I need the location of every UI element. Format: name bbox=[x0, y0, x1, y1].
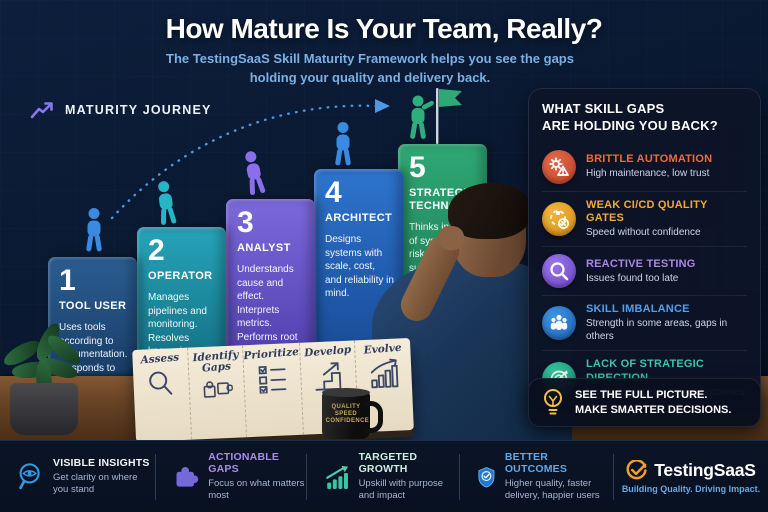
shield-check-icon bbox=[478, 466, 495, 488]
step-name: ARCHITECT bbox=[325, 212, 393, 224]
pipeline-x-icon bbox=[542, 201, 576, 236]
footer-description: Upskill with purpose and impact bbox=[358, 477, 444, 502]
sketch-magnifier-icon bbox=[149, 371, 173, 395]
notebook-page-prioritize: Prioritize bbox=[243, 342, 304, 438]
gap-title: BRITTLE AUTOMATION bbox=[586, 153, 713, 166]
step-number: 3 bbox=[237, 206, 254, 239]
notebook-page-develop: Develop bbox=[299, 340, 360, 435]
subtitle-line-2: holding your quality and delivery back. bbox=[249, 69, 491, 85]
gap-title: SKILL IMBALANCE bbox=[586, 303, 690, 316]
gaps-panel-title: WHAT SKILL GAPS ARE HOLDING YOU BACK? bbox=[542, 101, 747, 135]
process-notebook: Assess Identify Gaps Prioritize bbox=[132, 337, 414, 443]
callout-line-2: MAKE SMARTER DECISIONS. bbox=[575, 403, 732, 416]
gap-item-weak-cicd-gates: WEAK CI/CD QUALITY GATES Speed without c… bbox=[542, 190, 747, 246]
subtitle-line-1: The TestingSaaS Skill Maturity Framework… bbox=[166, 51, 574, 66]
footer-item-visible-insights: VISIBLE INSIGHTS Get clarity on where yo… bbox=[0, 457, 155, 496]
page-label: Identify Gaps bbox=[191, 348, 239, 375]
gear-warning-icon bbox=[542, 149, 576, 184]
observer-person-hand bbox=[438, 226, 464, 250]
plant-pot bbox=[10, 383, 78, 435]
journey-label-text: MATURITY JOURNEY bbox=[65, 103, 212, 117]
coffee-mug: QUALITY SPEED CONFIDENCE bbox=[322, 388, 383, 439]
sketch-checklist-icon bbox=[258, 365, 287, 395]
people-icon bbox=[542, 306, 576, 341]
climber-figure-1 bbox=[79, 207, 109, 253]
footer-divider bbox=[459, 453, 460, 500]
maturity-journey-label: MATURITY JOURNEY bbox=[30, 100, 212, 120]
gap-item-reactive-testing: REACTIVE TESTING Issues found too late bbox=[542, 246, 747, 295]
gap-title: WEAK CI/CD QUALITY GATES bbox=[586, 198, 708, 224]
footer-description: Higher quality, faster delivery, happier… bbox=[504, 477, 600, 502]
footer-title: VISIBLE INSIGHTS bbox=[53, 457, 150, 470]
observer-person-hair bbox=[448, 183, 532, 239]
growth-chart-icon bbox=[326, 465, 348, 489]
step-name: OPERATOR bbox=[148, 270, 213, 282]
footer-divider bbox=[306, 453, 307, 500]
brand-name: TestingSaaS bbox=[654, 459, 756, 480]
footer-description: Get clarity on where you stand bbox=[53, 471, 138, 495]
benefits-footer: VISIBLE INSIGHTS Get clarity on where yo… bbox=[0, 440, 768, 512]
gap-description: Issues found too late bbox=[586, 272, 679, 284]
step-number: 2 bbox=[148, 234, 165, 267]
mug-text: SPEED bbox=[334, 410, 358, 417]
notebook-page-evolve: Evolve bbox=[355, 338, 414, 432]
gaps-title-line-1: WHAT SKILL GAPS bbox=[542, 101, 665, 116]
puzzle-icon bbox=[176, 466, 199, 487]
sketch-step-chart-icon bbox=[315, 362, 342, 391]
eye-magnifier-icon bbox=[19, 462, 40, 489]
page-label: Assess bbox=[140, 351, 180, 367]
summit-figure-flag bbox=[410, 88, 462, 144]
sketch-puzzle-icon bbox=[203, 381, 234, 398]
footer-item-actionable-gaps: ACTIONABLE GAPS Focus on what matters mo… bbox=[156, 451, 306, 503]
page-subtitle: The TestingSaaS Skill Maturity Framework… bbox=[0, 50, 740, 88]
sketch-growth-chart-icon bbox=[370, 358, 399, 389]
gap-item-brittle-automation: BRITTLE AUTOMATION High maintenance, low… bbox=[542, 143, 747, 191]
footer-title: ACTIONABLE GAPS bbox=[208, 450, 280, 476]
notebook-page-assess: Assess bbox=[132, 347, 192, 443]
notebook-page-identify-gaps: Identify Gaps bbox=[187, 345, 248, 440]
trend-up-icon bbox=[30, 102, 53, 119]
callout-text: SEE THE FULL PICTURE. MAKE SMARTER DECIS… bbox=[575, 388, 731, 418]
step-number: 1 bbox=[59, 264, 76, 297]
mug-text: CONFIDENCE bbox=[325, 417, 370, 424]
gap-title: REACTIVE TESTING bbox=[586, 257, 696, 270]
footer-title: BETTER OUTCOMES bbox=[504, 450, 568, 476]
gap-description: Speed without confidence bbox=[586, 227, 701, 239]
page-title: How Mature Is Your Team, Really? bbox=[165, 13, 603, 44]
gap-description: High maintenance, low trust bbox=[586, 168, 710, 180]
climber-figure-4 bbox=[328, 121, 358, 167]
gaps-title-line-2: ARE HOLDING YOU BACK? bbox=[542, 117, 718, 133]
page-label: Develop bbox=[303, 343, 352, 360]
full-picture-callout: SEE THE FULL PICTURE. MAKE SMARTER DECIS… bbox=[528, 378, 761, 427]
skill-gaps-panel: WHAT SKILL GAPS ARE HOLDING YOU BACK? BR… bbox=[528, 88, 761, 415]
step-name: ANALYST bbox=[237, 242, 291, 254]
step-number: 4 bbox=[325, 176, 342, 209]
magnifier-icon bbox=[542, 254, 576, 289]
footer-divider bbox=[155, 453, 156, 500]
page-label: Evolve bbox=[363, 341, 403, 357]
footer-title: TARGETED GROWTH bbox=[358, 450, 418, 476]
step-description: Designs systems with scale, cost, and re… bbox=[325, 234, 394, 300]
page-label: Prioritize bbox=[243, 345, 300, 363]
footer-divider bbox=[613, 453, 614, 500]
mug-text: QUALITY bbox=[331, 403, 361, 410]
gap-item-skill-imbalance: SKILL IMBALANCE Strength in some areas, … bbox=[542, 295, 747, 350]
footer-item-better-outcomes: BETTER OUTCOMES Higher quality, faster d… bbox=[460, 451, 613, 503]
gap-description: Strength in some areas, gaps in others bbox=[586, 318, 728, 343]
callout-line-1: SEE THE FULL PICTURE. bbox=[575, 388, 708, 401]
lightbulb-icon bbox=[544, 388, 562, 414]
brand-block: TestingSaaS Building Quality. Driving Im… bbox=[614, 459, 768, 494]
footer-item-targeted-growth: TARGETED GROWTH Upskill with purpose and… bbox=[307, 451, 459, 503]
footer-description: Focus on what matters most bbox=[208, 477, 305, 502]
step-name: TOOL USER bbox=[59, 300, 127, 312]
brand-tagline: Building Quality. Driving Impact. bbox=[621, 483, 761, 494]
check-circle-icon bbox=[626, 459, 647, 479]
climber-figure-2 bbox=[148, 178, 184, 228]
step-number: 5 bbox=[409, 151, 426, 184]
